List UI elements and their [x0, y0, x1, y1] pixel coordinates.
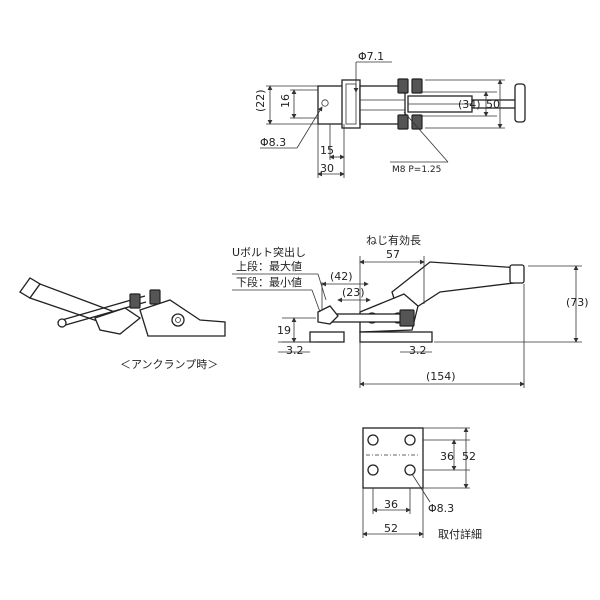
unclamp-caption: ＜アンクランプ時＞: [120, 358, 218, 371]
unclamp-linkage: [94, 307, 142, 335]
top-nut-2: [411, 78, 423, 94]
dim-22: (22): [254, 89, 267, 112]
side-view: Uボルト突出し 上段：最大値 下段：最小値 ねじ有効長 57 (42) (23)…: [232, 233, 589, 388]
dim-154: (154): [426, 370, 456, 383]
top-view-base-plate: [317, 85, 345, 125]
thread-spec: M8 P=1.25: [392, 165, 441, 175]
side-view-base: [359, 331, 433, 343]
dim-19: 19: [277, 324, 291, 337]
note-title: Uボルト突出し: [232, 245, 306, 259]
side-view-nut: [399, 309, 415, 327]
dim-phi71: Φ7.1: [358, 50, 384, 63]
base-view: 36 52 36 52 Φ8.3 取付詳細: [362, 427, 482, 541]
dim-52-vertical: 52: [462, 450, 476, 463]
note-lower: 下段：最小値: [236, 275, 302, 289]
dim-34: (34): [458, 98, 481, 111]
dim-30: 30: [320, 162, 334, 175]
top-view-body: [341, 79, 361, 129]
dim-73: (73): [566, 296, 589, 309]
top-view: Φ7.1 (22) 16 30 15 Φ8.3 (34) 50 M8 P=1.2…: [254, 50, 526, 178]
dim-36-vertical: 36: [440, 450, 454, 463]
thread-length-label: ねじ有効長: [366, 233, 421, 247]
dim-52-horizontal: 52: [384, 522, 398, 535]
top-view-handle-grip: [514, 83, 526, 123]
base-caption: 取付詳細: [438, 527, 482, 541]
top-nut: [397, 78, 409, 94]
dim-50: 50: [486, 98, 500, 111]
dim-16: 16: [279, 94, 292, 108]
dim-23: (23): [342, 286, 365, 299]
side-view-bolt-head: [317, 305, 339, 325]
base-dim-phi83: Φ8.3: [428, 502, 454, 515]
bottom-nut-2: [411, 114, 423, 130]
dim-57: 57: [386, 248, 400, 261]
dim-32-right: 3.2: [409, 344, 427, 357]
dim-36-horizontal: 36: [384, 498, 398, 511]
unclamp-view: ＜アンクランプ時＞: [19, 277, 226, 371]
note-upper: 上段：最大値: [236, 259, 302, 273]
bottom-nut: [397, 114, 409, 130]
dim-15: 15: [320, 144, 334, 157]
top-view-body-inner: [345, 83, 357, 125]
dim-32-left: 3.2: [286, 344, 304, 357]
dim-phi83: Φ8.3: [260, 136, 286, 149]
mounting-hole: [321, 99, 329, 107]
dim-42: (42): [330, 270, 353, 283]
